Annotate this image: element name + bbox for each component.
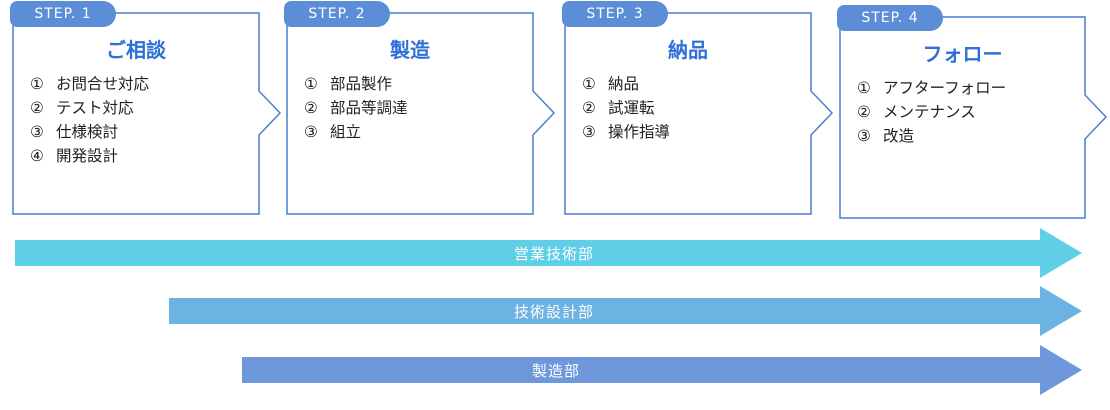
step-4-badge: STEP. 4 <box>837 5 943 31</box>
step-1-frame <box>12 12 282 215</box>
step-1-badge: STEP. 1 <box>10 1 116 27</box>
arrow-manufacturing <box>242 345 1082 395</box>
step-4-frame <box>839 16 1108 219</box>
step-3-frame <box>564 12 834 215</box>
step-1-title: ご相談 <box>106 38 166 62</box>
step-2-frame <box>286 12 556 215</box>
department-label-sales-engineering: 営業技術部 <box>513 245 595 263</box>
step-4-title: フォロー <box>922 42 1003 66</box>
arrow-sales-engineering <box>15 228 1082 278</box>
department-label-technical-design: 技術設計部 <box>513 303 595 321</box>
department-label-manufacturing: 製造部 <box>531 362 581 380</box>
arrow-technical-design <box>169 286 1082 336</box>
step-3-badge: STEP. 3 <box>562 1 668 27</box>
step-2-title: 製造 <box>390 38 430 62</box>
step-3-title: 納品 <box>668 38 708 62</box>
step-2-badge: STEP. 2 <box>284 1 390 27</box>
